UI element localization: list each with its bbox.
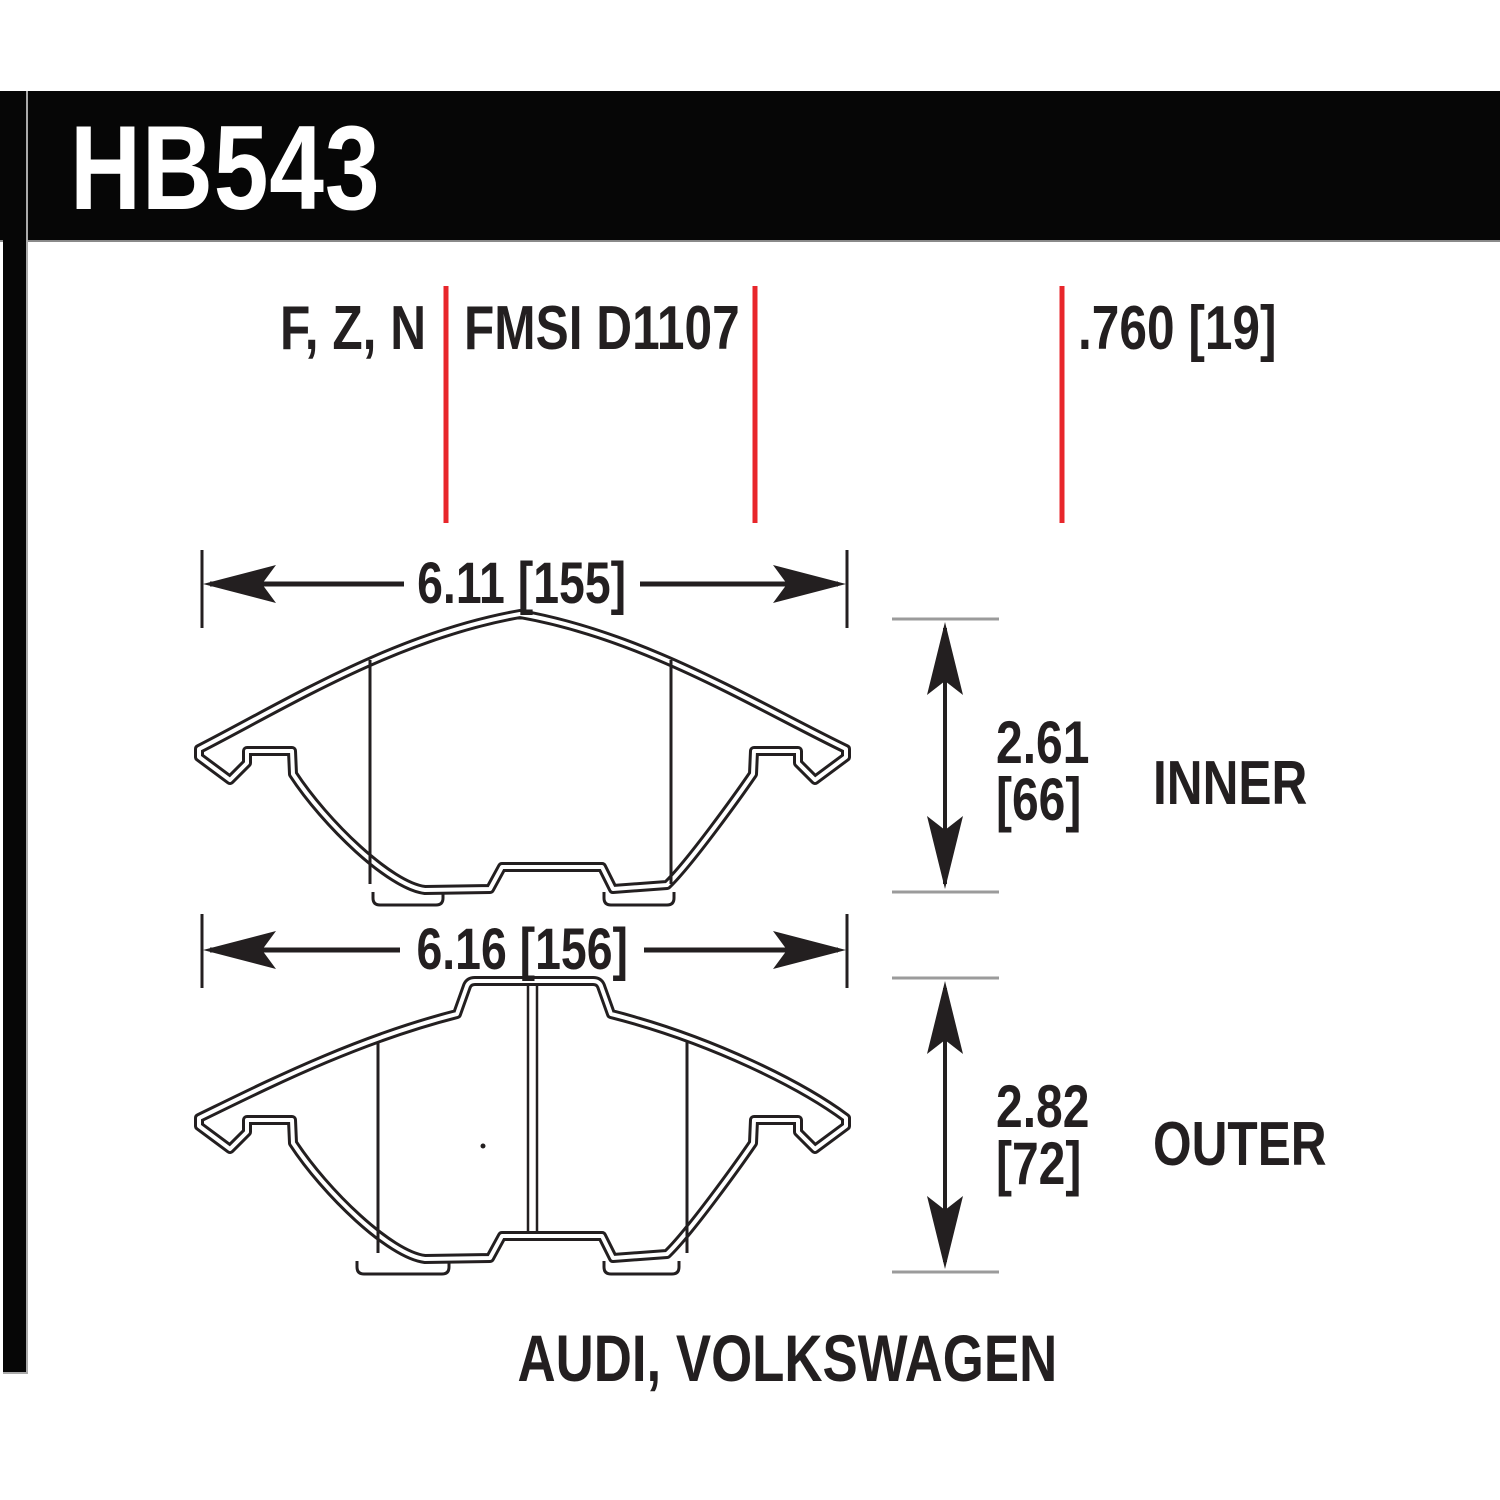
outer-height-value: 2.82	[996, 1073, 1090, 1140]
outer-height-dimension-arrow	[892, 976, 999, 1274]
header-bar	[0, 91, 1500, 242]
inner-height-mm: [66]	[996, 766, 1082, 833]
outer-width-dimension-arrow	[200, 914, 849, 988]
vehicle-applications: AUDI, VOLKSWAGEN	[517, 1321, 1058, 1395]
inner-pad-drawing	[194, 609, 851, 907]
inner-width-label: 6.11 [155]	[417, 551, 627, 616]
outer-height-mm: [72]	[996, 1130, 1082, 1197]
inner-height-value: 2.61	[996, 709, 1090, 776]
red-divider-lines	[443, 286, 1065, 523]
outer-pad-drawing	[194, 976, 851, 1276]
fmsi-label: FMSI D1107	[464, 294, 740, 363]
outer-width-label: 6.16 [156]	[416, 917, 628, 982]
compounds-label: F, Z, N	[280, 294, 427, 363]
part-number: HB543	[70, 101, 381, 235]
inner-pad-label: INNER	[1153, 749, 1308, 818]
inner-height-dimension-arrow	[892, 617, 999, 894]
inner-width-dimension-arrow	[200, 550, 849, 628]
outer-pad-label: OUTER	[1153, 1110, 1327, 1179]
pad-thickness-label: .760 [19]	[1078, 294, 1277, 363]
left-accent-bar	[3, 91, 28, 1374]
